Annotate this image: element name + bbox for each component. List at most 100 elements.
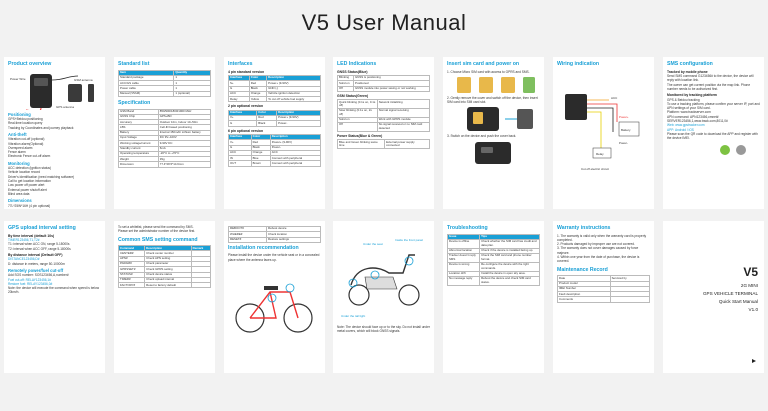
gnss-status-heading: GNSS Status(Blue) — [337, 69, 368, 74]
table-cell: Re-configure the device with the right c… — [479, 261, 540, 272]
wheel-icon — [398, 284, 420, 306]
sim-insert-illustration — [467, 107, 533, 132]
table-cell: Reset to factory default — [144, 282, 192, 289]
install-spot-marker — [267, 293, 277, 303]
dimension-heading: Dimensions — [8, 198, 32, 204]
table-cell: RESET# — [227, 236, 268, 243]
table-cell: Device is wrong — [446, 261, 481, 272]
track-item: The owner can get current position via t… — [667, 82, 751, 91]
table-cell: Dimension — [118, 161, 159, 168]
table-cell: Device is offline — [446, 238, 481, 249]
antitheft-heading: Anti-theft — [8, 131, 27, 137]
table-cell: Connect with peripheral — [269, 160, 322, 167]
tracker-icon — [565, 93, 587, 120]
table-row: FACTORY#Reset to factory default — [117, 282, 212, 289]
sim-card-icon — [501, 76, 515, 93]
power-minus-wire — [587, 107, 614, 132]
table-cell: Quick blinking (0.1s on, 0.1s off) — [337, 99, 378, 110]
gsm-status-table: Quick blinking (0.1s on, 0.1s off)Networ… — [337, 99, 431, 132]
monitoring-item: Vehicle location record — [8, 170, 41, 175]
label-power-wire: Power Wire — [10, 77, 26, 81]
table-cell: Abnormal location — [446, 247, 481, 254]
interfaces-heading: Interfaces — [228, 61, 253, 67]
sms-command-table: Command Description Remark CENTER#Check … — [117, 245, 212, 289]
position-label: Under the seat — [363, 242, 383, 246]
app-icons — [720, 144, 746, 155]
cover-line: 2G MINI — [740, 283, 758, 288]
device-illustration: Power Wire GPS antenna GSM antenna — [10, 73, 94, 110]
device-label — [481, 146, 493, 153]
table-row: RESET#Restore settings — [227, 236, 321, 243]
table-row: Manual (V5/H6)1 (optional) — [117, 90, 211, 98]
table-cell: Check if the device is installed facing … — [479, 247, 540, 254]
fuel-cut-note: Note: the device will execute the comman… — [8, 286, 100, 295]
install-note: Note: The device should face up or to th… — [337, 325, 430, 334]
timer-command: TIMER123456,T1,T2# — [8, 238, 40, 242]
table-cell: GNSS module into power saving or not wor… — [353, 85, 430, 92]
positioning-item: GPS+Beidou positioning — [8, 117, 43, 121]
bike-seat — [264, 286, 278, 291]
table-cell: Restore settings — [266, 236, 321, 243]
table-cell: Black — [256, 120, 278, 127]
maintenance-heading: Maintenance Record — [557, 266, 608, 273]
installation-heading: Installation recommendation — [228, 244, 299, 251]
platform-item: To use a tracking platform, please confi… — [667, 101, 760, 111]
table-cell: Blue and Green blinking same time — [336, 139, 386, 150]
track-item: Send SMS command G123456# to the device,… — [667, 74, 754, 83]
table-row: Quick blinking (0.1s on, 0.1s off)Networ… — [337, 99, 431, 110]
panel-led-indications: LED Indications GNSS Status(Blue) Blinki… — [333, 57, 434, 209]
table-cell: Relay — [228, 96, 250, 103]
gsm-status-heading: GSM Status(Green) — [337, 93, 369, 98]
wheel-icon — [348, 284, 370, 306]
android-icon — [720, 144, 730, 155]
power-status-heading: Power Status(Blue & Green) — [337, 133, 383, 138]
monitoring-item: External power shutoff alert — [8, 187, 47, 192]
led-heading: LED Indications — [337, 61, 377, 67]
table-cell — [190, 282, 212, 289]
header-cell: Issue — [446, 233, 481, 240]
check-icon — [523, 76, 535, 93]
header-cell: Tips — [479, 233, 540, 240]
cover-line: GPS VEHICLE TERMINAL — [702, 291, 758, 296]
positioning-heading: Positioning — [8, 111, 31, 117]
table-cell: Off — [337, 122, 378, 132]
warranty-item: 1. The warranty is valid only when the w… — [557, 233, 647, 242]
monitoring-item: Driver's identification (need matching s… — [8, 174, 75, 179]
panel-product-overview: Product overview Power Wire GPS antenna … — [4, 57, 105, 209]
battery-box — [618, 121, 640, 136]
intro-text: Please set the administrator number of t… — [118, 229, 196, 234]
web-link[interactable]: Web: www.gpstracker.com — [667, 123, 705, 128]
app-link[interactable]: APP: Android / iOS — [667, 127, 694, 132]
wheel-icon — [283, 303, 313, 333]
fuel-restore-command: Restore fuel: RELAY123456,0# — [8, 281, 53, 286]
bike-illustration — [235, 283, 313, 333]
common-sms-heading: Common SMS setting command — [118, 236, 198, 243]
antitheft-item: Vibration cut-off (optional) — [8, 137, 45, 142]
monitoring-heading: Monitoring — [8, 160, 30, 166]
install-spot-marker — [404, 256, 414, 266]
distance-note: D: distance in meters, range 50-10000m — [8, 261, 65, 266]
antitheft-item: Electronic Fence cut-off alarm — [8, 154, 51, 159]
table-cell: 1 (optional) — [173, 90, 211, 98]
document-title: V5 User Manual — [301, 10, 467, 35]
acc-label: ACC — [611, 96, 618, 100]
table-cell: No message reply — [446, 275, 481, 286]
fuel-cut-heading: Remotely power/fuel cut-off — [8, 267, 64, 273]
sim-step: 1. Choose Micro SIM card with access to … — [447, 69, 530, 74]
platform-heading: Monitored by tracking platform — [667, 93, 717, 98]
panel-common-sms: To set a whitelist, please send the comm… — [114, 221, 215, 373]
qr-note: Please scan the QR code to download the … — [667, 131, 758, 141]
sim-step: 3. Switch on the device and push the cov… — [447, 134, 517, 139]
platform-item: Platform: www.trackserver.com — [667, 110, 711, 115]
install-spot-marker — [285, 283, 295, 293]
distance-command: DISTANCE123456,D# — [8, 257, 40, 262]
table-cell: Comments — [557, 296, 611, 303]
